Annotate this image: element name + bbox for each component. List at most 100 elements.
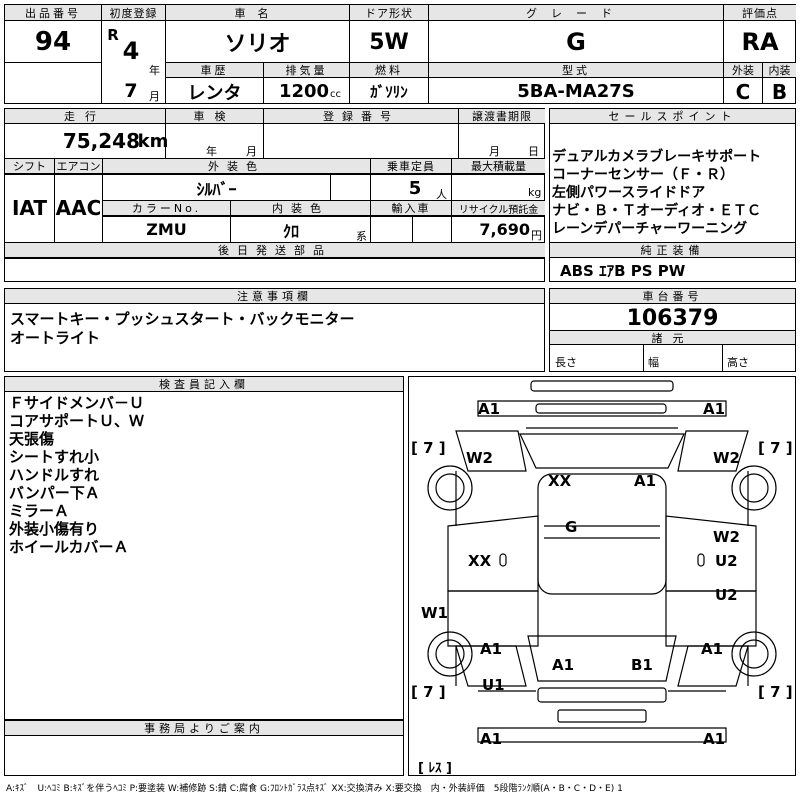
damage-mark: U1 — [482, 676, 505, 694]
sales-point-item: ナビ・Ｂ・Ｔオーディオ・ＥＴＣ — [552, 203, 762, 219]
score: RA — [741, 28, 779, 56]
damage-mark: [ 7 ] — [758, 439, 793, 457]
height-label: 高さ — [727, 356, 749, 369]
sales-point-section — [549, 108, 796, 282]
equipment-label: 純正装備 — [550, 243, 795, 258]
recycle-unit: 円 — [531, 229, 542, 242]
office-section — [4, 720, 404, 776]
sales-point-item: コーナーセンサー（Ｆ・Ｒ） — [552, 167, 734, 183]
year-unit: 年 — [149, 64, 160, 77]
caution-line: オートライト — [10, 329, 101, 347]
office-label: 事務局よりご案内 — [5, 721, 403, 736]
damage-mark: A1 — [634, 472, 657, 490]
damage-mark: A1 — [703, 400, 726, 418]
mileage-label: 走行 — [5, 109, 165, 124]
grade: G — [566, 28, 586, 56]
first-reg-year: 4 — [122, 37, 140, 65]
car-name: ソリオ — [224, 32, 291, 57]
sales-point-label: セールスポイント — [550, 109, 795, 124]
model-code: 5BA-MA27S — [517, 81, 635, 102]
load-label: 最大積載量 — [452, 159, 545, 174]
damage-mark: W2 — [466, 449, 493, 467]
inspection-label: 車検 — [166, 109, 263, 124]
damage-mark: XX — [548, 472, 572, 490]
transfer-day-unit: 日 — [528, 145, 539, 158]
fuel: ｶﾞｿﾘﾝ — [370, 83, 408, 101]
first-reg-label: 初度登録 — [102, 5, 165, 21]
transfer-month-unit: 月 — [489, 145, 500, 158]
damage-mark: [ 7 ] — [758, 683, 793, 701]
car-name-label: 車名 — [166, 5, 349, 21]
history: レンタ — [187, 82, 242, 104]
length-label: 長さ — [555, 356, 577, 369]
damage-mark: U2 — [715, 586, 738, 604]
shift-label: シフト — [5, 159, 54, 174]
sales-point-item: 左側パワースライドドア — [552, 185, 706, 201]
fuel-label: 燃料 — [350, 63, 428, 78]
lot-no-label: 出品番号 — [5, 5, 101, 21]
recycle-label: リサイクル預託金 — [452, 201, 545, 216]
history-label: 車歴 — [166, 63, 263, 78]
first-reg-era: R — [107, 26, 119, 44]
details-section — [4, 108, 545, 282]
month-unit: 月 — [149, 90, 160, 103]
inspector-notes: Ｆサイドメンバ－Ｕ コアサポートＵ、Ｗ 天張傷 シートすれ小 ハンドルすれ バン… — [9, 394, 144, 556]
mileage: 75,248 — [62, 129, 140, 153]
damage-mark: U2 — [715, 552, 738, 570]
damage-mark: A1 — [480, 730, 503, 748]
damage-mark: A1 — [701, 640, 724, 658]
grade-label: グレード — [429, 5, 723, 21]
shift: IAT — [11, 196, 47, 220]
inspector-line: ハンドルすれ — [9, 466, 100, 484]
seats-unit: 人 — [436, 188, 447, 201]
chassis-number: 106379 — [626, 305, 719, 331]
damage-mark: [ 7 ] — [411, 439, 446, 457]
exterior-grade: C — [735, 79, 751, 104]
damage-mark: B1 — [631, 656, 653, 674]
reg-no-label: 登録番号 — [264, 109, 458, 124]
inspector-line: シートすれ小 — [9, 448, 100, 466]
color-no: ZMU — [146, 220, 187, 239]
seats: 5 — [408, 177, 422, 199]
mileage-unit: km — [137, 130, 169, 152]
damage-mark: A1 — [552, 656, 575, 674]
inspector-line: コアサポートＵ、Ｗ — [9, 412, 145, 430]
sales-point-item: レーンデパーチャーワーニング — [552, 221, 748, 237]
seats-label: 乗車定員 — [371, 159, 451, 174]
color-label: 外装色 — [103, 159, 370, 174]
legend: A:ｷｽﾞ U:ﾍｺﾐ B:ｷｽﾞを伴うﾍｺﾐ P:要塗装 W:補修跡 S:錆 … — [6, 784, 623, 794]
inspector-line: ミラーＡ — [9, 502, 70, 520]
damage-mark: A1 — [703, 730, 726, 748]
exterior-color: ｼﾙﾊﾞｰ — [196, 179, 237, 199]
damage-mark: G — [565, 518, 578, 536]
door-type: 5W — [369, 29, 409, 55]
air-conditioner: AAC — [55, 196, 102, 220]
transfer-label: 譲渡書期限 — [459, 109, 545, 124]
inspection-month-unit: 月 — [246, 145, 257, 158]
import-label: 輸入車 — [371, 201, 451, 216]
caution-line: スマートキー・プッシュスタート・バックモニター — [10, 310, 355, 328]
equipment: ABS ｴｱB PS PW — [560, 261, 686, 280]
damage-mark: [ 7 ] — [411, 683, 446, 701]
model-label: 型式 — [429, 63, 723, 78]
displacement-label: 排気量 — [264, 63, 349, 78]
damage-mark: XX — [468, 552, 492, 570]
inspector-line: Ｆサイドメンバ－Ｕ — [9, 394, 145, 412]
damage-mark: W1 — [421, 604, 448, 622]
recycle-fee: 7,690 — [479, 220, 530, 239]
inspector-line: 天張傷 — [9, 430, 55, 448]
interior-grade: B — [771, 79, 788, 104]
inspector-section — [4, 376, 404, 720]
damage-mark: A1 — [478, 400, 501, 418]
score-label: 評価点 — [724, 5, 796, 21]
caution-notes: スマートキー・プッシュスタート・バックモニター オートライト — [10, 310, 355, 348]
caution-section — [4, 288, 545, 372]
displacement: 1200 — [278, 81, 330, 102]
car-diagram — [427, 380, 777, 743]
interior-label: 内装 — [763, 63, 796, 78]
lot-no: 94 — [34, 27, 72, 57]
later-parts-label: 後日発送部品 — [5, 243, 545, 258]
header-section — [4, 4, 796, 104]
displacement-unit: cc — [330, 89, 341, 100]
exterior-label: 外装 — [724, 63, 762, 78]
